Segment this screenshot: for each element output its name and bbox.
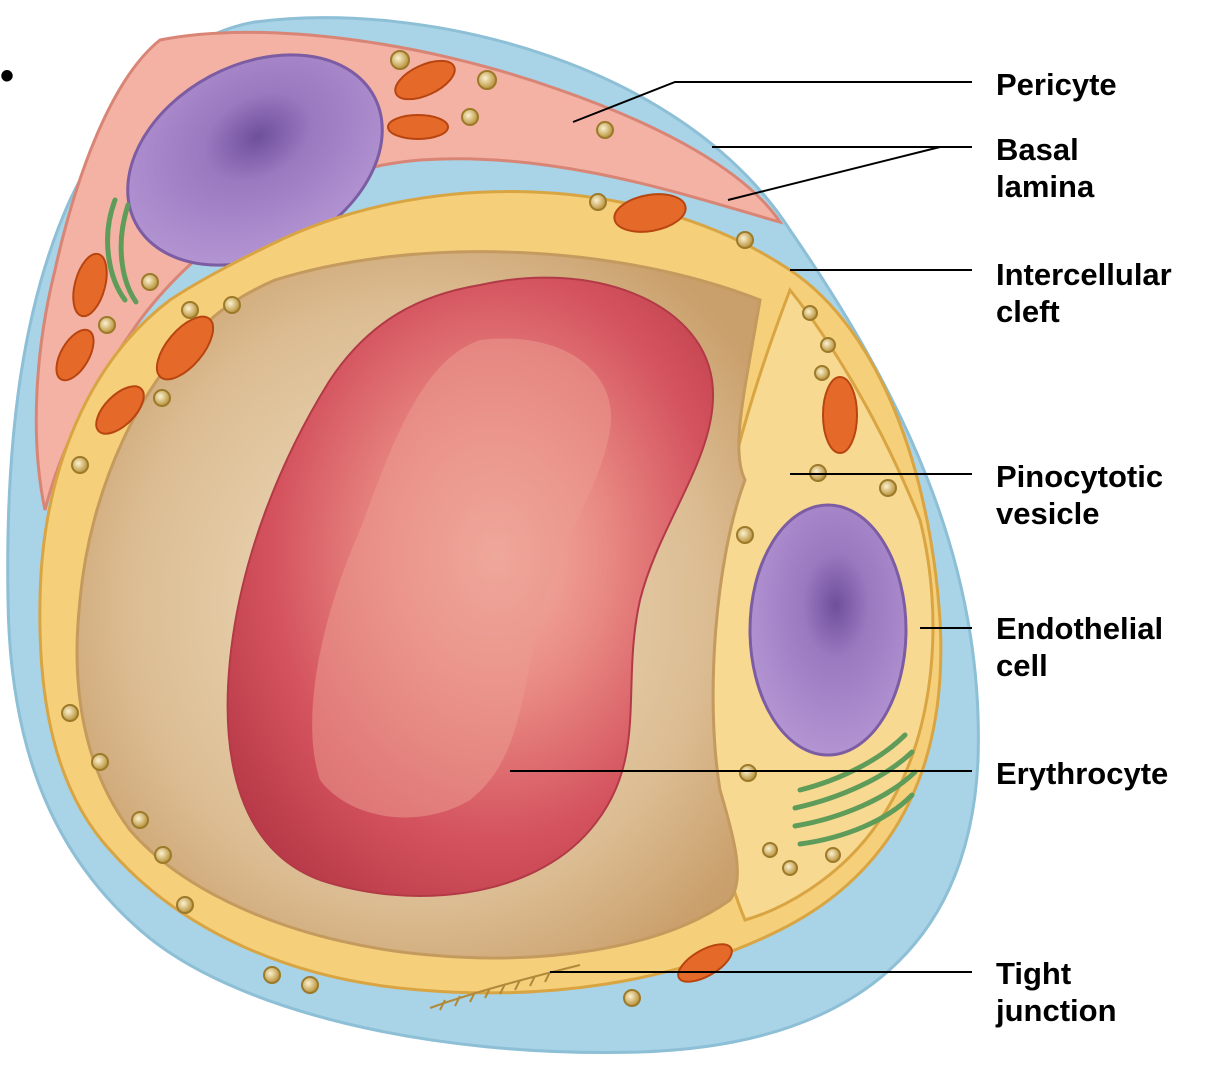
label-intercellular-cleft: Intercellular cleft [996,256,1172,330]
label-erythrocyte: Erythrocyte [996,755,1168,792]
label-pericyte: Pericyte [996,66,1117,103]
label-endothelial-cell: Endothelial cell [996,610,1163,684]
stray-mark: • [0,56,14,96]
label-pinocytotic-vesicle: Pinocytotic vesicle [996,458,1163,532]
label-tight-junction: Tight junction [996,955,1117,1029]
endothelial-nucleus [750,505,906,755]
label-basal-lamina: Basal lamina [996,131,1094,205]
